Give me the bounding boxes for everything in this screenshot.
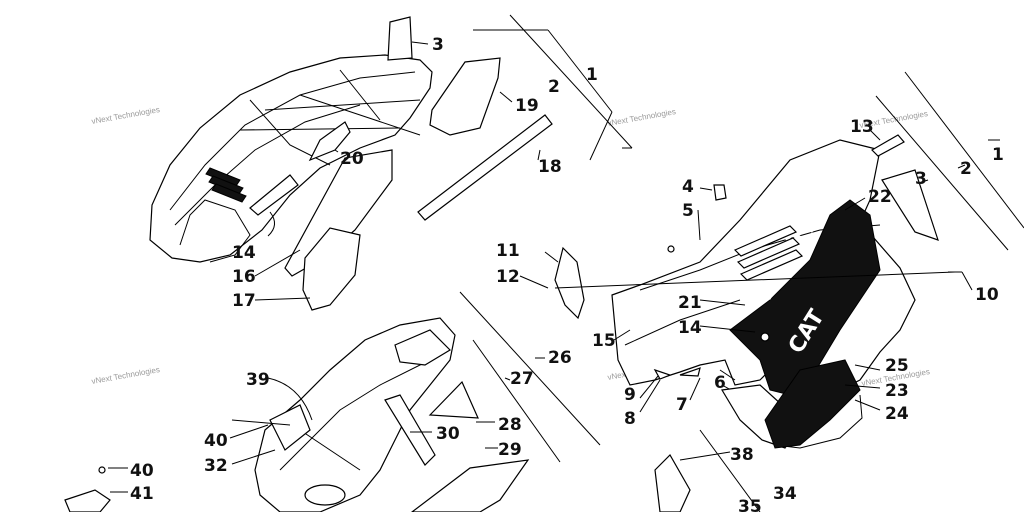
callout-3-right: 3 <box>915 169 927 189</box>
part-17 <box>302 227 361 311</box>
part-28 <box>428 380 479 419</box>
part-20 <box>308 121 351 162</box>
part-3-left <box>387 16 413 61</box>
part-18 <box>417 114 553 221</box>
part-9 <box>653 368 672 380</box>
callout-6: 6 <box>714 373 726 393</box>
callout-2-right: 2 <box>960 159 972 179</box>
callout-12: 12 <box>496 267 520 287</box>
callout-14-right: 14 <box>678 318 702 338</box>
callout-19: 19 <box>515 96 539 116</box>
callout-40: 40 <box>204 431 228 451</box>
decal-graphic <box>729 199 881 396</box>
callout-29: 29 <box>498 440 522 460</box>
callout-10: 10 <box>975 285 999 305</box>
part-19 <box>429 57 501 136</box>
part-6 <box>760 332 770 342</box>
part-14-left <box>249 174 299 216</box>
callout-28: 28 <box>498 415 522 435</box>
callout-34: 34 <box>773 484 797 504</box>
callout-23: 23 <box>885 381 909 401</box>
callout-32: 32 <box>204 456 228 476</box>
leaders-right-panel <box>519 71 1024 413</box>
part-30 <box>384 394 436 466</box>
callout-13: 13 <box>850 117 874 137</box>
callout-11: 11 <box>496 241 520 261</box>
callout-40-lower: 40 <box>130 461 154 481</box>
callout-15: 15 <box>592 331 616 351</box>
upper-bracket <box>394 329 451 366</box>
part-32-bracket <box>269 404 311 451</box>
callout-7: 7 <box>676 395 688 415</box>
vent-slats <box>733 225 804 281</box>
lower-opening <box>304 484 346 506</box>
part-41 <box>64 489 111 512</box>
part-24-decal <box>764 359 861 449</box>
callout-1: 1 <box>586 65 598 85</box>
callout-27: 27 <box>510 369 534 389</box>
watermark-3: vNext Technologies <box>607 107 677 128</box>
callout-3: 3 <box>432 35 444 55</box>
part-4-fastener <box>713 184 727 201</box>
lower-left-assembly <box>64 317 530 512</box>
callout-38: 38 <box>730 445 754 465</box>
callout-41: 41 <box>130 484 154 504</box>
callout-14: 14 <box>232 243 256 263</box>
part-13 <box>871 134 905 157</box>
part-40-screw <box>98 466 106 474</box>
leaders-left-hood <box>254 14 633 301</box>
callout-30: 30 <box>436 424 460 444</box>
callout-39: 39 <box>246 370 270 390</box>
callout-16: 16 <box>232 267 256 287</box>
callout-17: 17 <box>232 291 256 311</box>
callout-35: 35 <box>738 497 762 512</box>
callout-1-right: 1 <box>992 145 1004 165</box>
watermark-1: vNext Technologies <box>91 105 161 126</box>
part-16 <box>284 149 393 277</box>
part-7 <box>679 367 701 377</box>
part-3-right <box>881 169 939 241</box>
callout-numbers: 3 1 2 19 18 20 14 16 17 13 1 2 3 22 4 5 … <box>130 35 1004 512</box>
part-5-washer <box>667 245 675 253</box>
callout-4: 4 <box>682 177 694 197</box>
right-panel-assembly: ARCTIC CAT <box>554 134 962 449</box>
hood-vent-grille <box>205 167 247 203</box>
left-hood-assembly <box>149 16 553 311</box>
callout-2: 2 <box>548 77 560 97</box>
part-11 <box>554 246 585 320</box>
watermark-5: vNext Technologies <box>91 365 161 386</box>
callout-21: 21 <box>678 293 702 313</box>
callout-9: 9 <box>624 385 636 405</box>
callout-20: 20 <box>340 149 364 169</box>
callout-25: 25 <box>885 356 909 376</box>
lower-right-assembly <box>654 429 761 512</box>
callout-24: 24 <box>885 404 909 424</box>
leaders-lower-left <box>108 291 601 493</box>
callout-8: 8 <box>624 409 636 429</box>
callout-18: 18 <box>538 157 562 177</box>
callout-26: 26 <box>548 348 572 368</box>
callout-22: 22 <box>868 187 892 207</box>
callout-5: 5 <box>682 201 694 221</box>
part-29 <box>411 459 530 512</box>
